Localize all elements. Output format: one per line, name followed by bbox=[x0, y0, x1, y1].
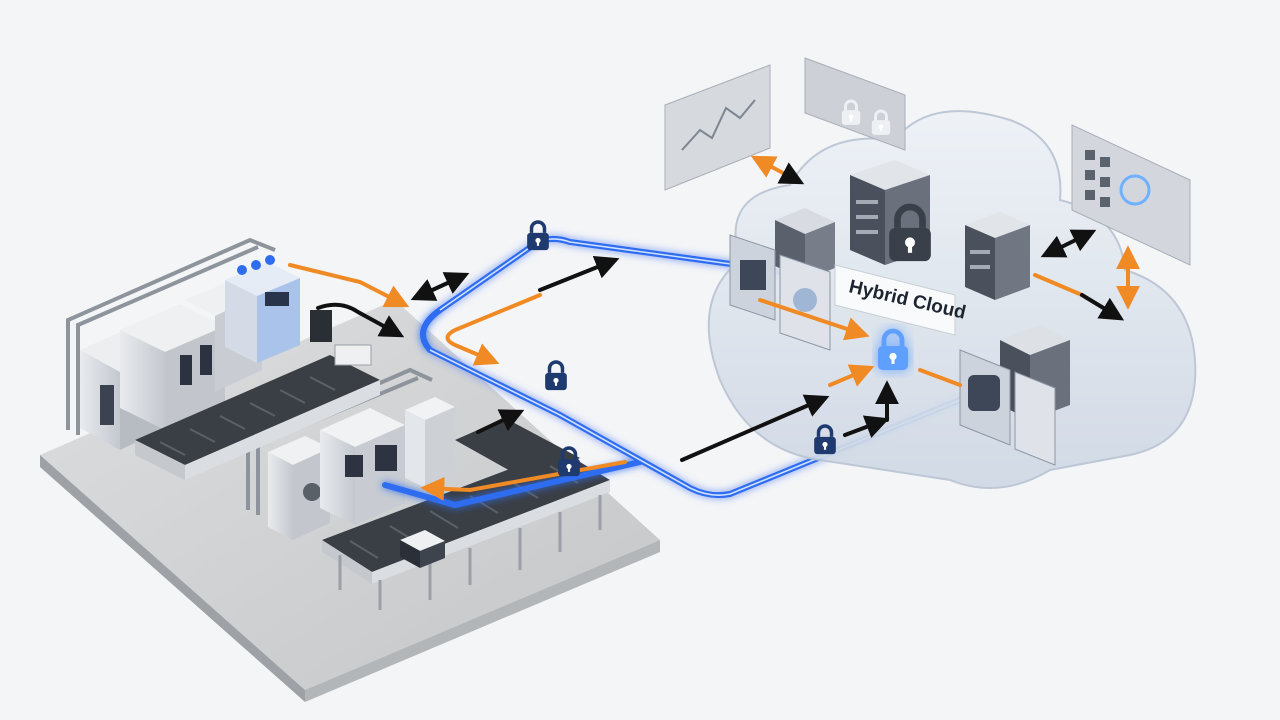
floor-platform-side-left bbox=[40, 455, 305, 702]
arrow-black-to-loop bbox=[316, 302, 405, 338]
arrow-orange-cloud-panel bbox=[750, 155, 805, 185]
arrow-black-up-link bbox=[538, 255, 620, 292]
bidirectional-arrow-icon bbox=[288, 263, 410, 308]
link-to-factory bbox=[382, 459, 643, 509]
arrow-black-factory-up bbox=[476, 409, 525, 434]
arrow-orange-to-lock bbox=[828, 364, 875, 387]
padlock-icon bbox=[545, 362, 567, 390]
conveyor-belt-front bbox=[322, 418, 610, 610]
pipe-back bbox=[66, 237, 276, 430]
arrow-black-lock-right bbox=[843, 415, 890, 438]
arrow-orange-loop bbox=[445, 293, 542, 366]
arrow-orange-to-cloud bbox=[758, 298, 870, 341]
server-rack-right bbox=[965, 212, 1030, 300]
package-on-conveyor bbox=[400, 530, 445, 568]
padlock-icon bbox=[527, 222, 549, 250]
cloud-screen-left bbox=[729, 234, 831, 351]
floor-platform-side-right bbox=[305, 540, 660, 702]
blue-controller-unit bbox=[225, 255, 300, 363]
sensor-box-2 bbox=[334, 344, 372, 366]
pipe-back-2 bbox=[76, 245, 259, 435]
control-cabinets-front bbox=[268, 397, 455, 540]
conveyor-belt-back bbox=[135, 310, 380, 480]
data-flow-arrows bbox=[288, 155, 1140, 501]
dashboard-panel-locks bbox=[804, 57, 906, 151]
sensor-box bbox=[310, 310, 332, 342]
arrow-black-long-to-cloud bbox=[680, 394, 830, 462]
arrow-orange-right-diag bbox=[1033, 273, 1084, 297]
arrow-orange-from-lock bbox=[918, 368, 962, 387]
dashboard-panel-grid bbox=[1071, 124, 1191, 266]
arrow-black-bidir-right bbox=[1040, 229, 1097, 258]
floating-dashboard-panels bbox=[664, 57, 1191, 266]
arrow-black-bidir-top bbox=[410, 272, 470, 301]
dashboard-panel-chart bbox=[664, 64, 771, 191]
cloud-screen-right bbox=[959, 349, 1056, 466]
arrow-black-right-down bbox=[1080, 293, 1125, 321]
